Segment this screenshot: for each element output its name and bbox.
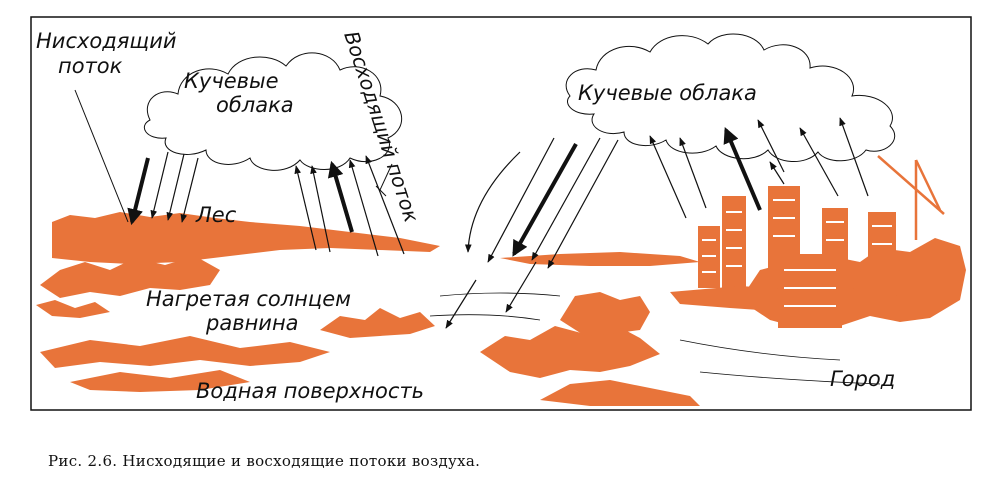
label-heated-plain-1: Нагретая солнцем bbox=[146, 287, 351, 311]
left-cloud bbox=[144, 52, 403, 171]
right-shore bbox=[500, 252, 700, 266]
ascending-flow-pointer bbox=[379, 163, 393, 191]
label-cumulus-right: Кучевые облака bbox=[578, 81, 757, 105]
label-forest: Лес bbox=[195, 203, 237, 227]
label-descending-flow-1: Нисходящий bbox=[36, 29, 177, 53]
plain-shrubs bbox=[320, 308, 435, 338]
ascending-arrows-left bbox=[294, 155, 405, 257]
forest-band bbox=[52, 212, 440, 264]
building-windows bbox=[702, 199, 892, 307]
ascending-arrows-city bbox=[649, 117, 869, 219]
label-water-surface: Водная поверхность bbox=[196, 379, 424, 403]
label-cumulus-left-2: облака bbox=[216, 93, 294, 117]
label-city: Город bbox=[830, 367, 895, 391]
left-bushes bbox=[40, 256, 220, 298]
descending-arrows-left bbox=[74, 89, 199, 226]
building-2 bbox=[722, 196, 746, 288]
right-cloud bbox=[565, 33, 896, 163]
figure-caption: Рис. 2.6. Нисходящие и восходящие потоки… bbox=[48, 452, 481, 470]
center-bush-tall bbox=[560, 292, 650, 336]
lower-left-land bbox=[40, 336, 330, 368]
left-bushes-2 bbox=[36, 300, 110, 318]
label-descending-flow-2: поток bbox=[58, 54, 123, 78]
descending-arrows-center bbox=[445, 137, 619, 329]
lower-left-land-2 bbox=[70, 370, 250, 392]
label-cumulus-left-1: Кучевые bbox=[184, 69, 279, 93]
label-heated-plain-2: равнина bbox=[205, 311, 299, 335]
center-shrubs bbox=[480, 322, 660, 378]
river-lines bbox=[429, 292, 881, 385]
right-ground bbox=[670, 286, 940, 316]
center-bank bbox=[540, 380, 700, 406]
building-5 bbox=[868, 212, 896, 272]
figure-frame bbox=[30, 16, 972, 411]
construction-crane bbox=[877, 155, 945, 240]
